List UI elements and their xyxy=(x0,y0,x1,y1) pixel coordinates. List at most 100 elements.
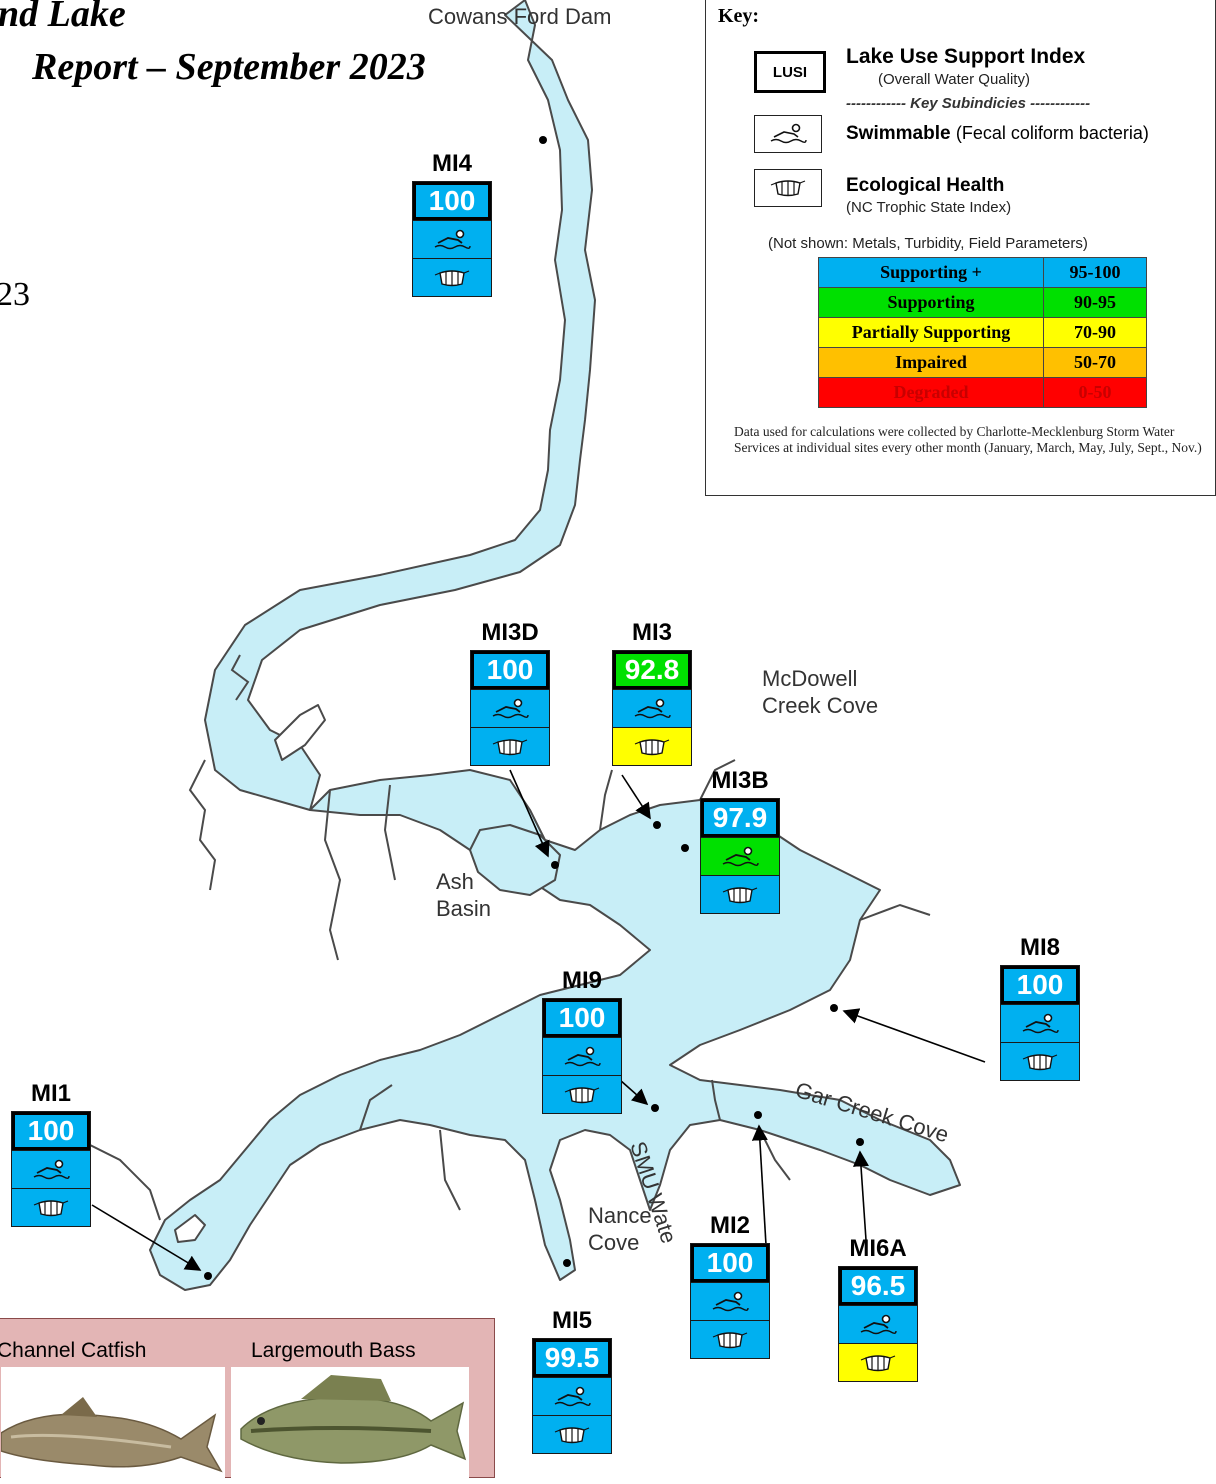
station-name: MI9 xyxy=(561,967,603,994)
tributaries xyxy=(79,654,931,1221)
ecological-rating xyxy=(12,1188,90,1226)
data-source-footnote: Data used for calculations were collecte… xyxy=(734,424,1202,455)
ecological-rating xyxy=(1001,1042,1079,1080)
site-dot-mi8 xyxy=(830,1004,838,1012)
lusi-abbr: LUSI xyxy=(772,63,808,81)
arrow-mi2 xyxy=(751,1124,768,1246)
station-index-box: 100 xyxy=(1000,965,1080,1081)
fishnet-icon xyxy=(722,886,758,903)
ecological-rating xyxy=(691,1320,769,1358)
station-name: MI1 xyxy=(30,1080,72,1107)
site-dot-mi3 xyxy=(653,821,661,829)
station-mi5: MI5 99.5 xyxy=(532,1307,612,1454)
station-name: MI3B xyxy=(711,767,769,794)
eco-key-note: (NC Trophic State Index) xyxy=(846,199,1012,216)
site-dot-mi9 xyxy=(651,1104,659,1112)
swimmer-icon xyxy=(770,123,807,144)
swimmer-icon xyxy=(492,698,529,718)
swimmer-icon xyxy=(564,1046,601,1066)
catfish-photo xyxy=(0,1367,225,1479)
report-title-line2: Report – September 2023 xyxy=(32,46,426,88)
eco-key-box xyxy=(754,169,822,207)
station-name: MI5 xyxy=(551,1307,593,1334)
fish-panel: Channel Catfish Largemouth Bass xyxy=(0,1318,495,1479)
station-name: MI2 xyxy=(709,1212,751,1239)
fishnet-icon xyxy=(434,269,470,286)
station-mi6A: MI6A 96.5 xyxy=(838,1235,918,1382)
arrow-mi9 xyxy=(619,1079,649,1106)
scale-label: Supporting + xyxy=(818,257,1044,288)
arrow-mi3d xyxy=(509,769,550,858)
scale-range: 50-70 xyxy=(1043,347,1147,378)
arrow-mi1 xyxy=(91,1204,202,1271)
lusi-score: 96.5 xyxy=(839,1267,917,1305)
station-index-box: 100 xyxy=(690,1243,770,1359)
site-dot-mi6a xyxy=(856,1138,864,1146)
station-index-box: 99.5 xyxy=(532,1338,612,1454)
bass-photo xyxy=(231,1367,469,1479)
station-index-box: 100 xyxy=(11,1111,91,1227)
leader-arrows xyxy=(91,769,986,1271)
swimmer-icon xyxy=(634,698,671,718)
ecological-rating xyxy=(613,727,691,765)
lusi-score: 100 xyxy=(1001,966,1079,1004)
fishnet-icon xyxy=(1022,1053,1058,1070)
ecological-rating xyxy=(533,1415,611,1453)
fishnet-icon xyxy=(712,1331,748,1348)
station-mi3d: MI3D 100 xyxy=(470,619,550,766)
swimmable-rating xyxy=(613,689,691,727)
key-panel: Key: LUSI Lake Use Support Index (Overal… xyxy=(705,0,1216,496)
station-index-box: 100 xyxy=(470,650,550,766)
swimmable-rating xyxy=(543,1037,621,1075)
lusi-key-note: (Overall Water Quality) xyxy=(878,71,1030,88)
station-name: MI6A xyxy=(849,1235,907,1262)
ecological-rating xyxy=(471,727,549,765)
swimmer-icon xyxy=(33,1159,70,1179)
place-label-mcdowell: McDowell Creek Cove xyxy=(762,666,879,718)
station-name: MI3 xyxy=(631,619,673,646)
key-title: Key: xyxy=(718,5,760,27)
station-index-box: 100 xyxy=(412,181,492,297)
site-dot-mi2 xyxy=(754,1111,762,1119)
lusi-key-title: Lake Use Support Index xyxy=(846,45,1086,68)
scale-range: 95-100 xyxy=(1043,257,1147,288)
lusi-score: 100 xyxy=(12,1112,90,1150)
report-year-fragment: 23 xyxy=(0,276,30,313)
scale-label: Supporting xyxy=(818,287,1044,318)
scale-range: 0-50 xyxy=(1043,377,1147,408)
place-label-dam: Cowans Ford Dam xyxy=(428,4,612,29)
fishnet-icon xyxy=(860,1354,896,1371)
fish-label-bass: Largemouth Bass xyxy=(251,1339,416,1362)
station-index-box: 96.5 xyxy=(838,1266,918,1382)
station-name: MI8 xyxy=(1019,934,1061,961)
scale-label: Degraded xyxy=(818,377,1044,408)
fishnet-icon xyxy=(634,738,670,755)
sampling-points xyxy=(204,136,864,1280)
swimmer-icon xyxy=(712,1291,749,1311)
lusi-score: 99.5 xyxy=(533,1339,611,1377)
island xyxy=(274,704,326,761)
swimmable-rating xyxy=(533,1377,611,1415)
scale-range: 90-95 xyxy=(1043,287,1147,318)
scale-label: Impaired xyxy=(818,347,1044,378)
swimmable-rating xyxy=(839,1305,917,1343)
catfish-icon xyxy=(0,1397,223,1473)
site-dot-mi5 xyxy=(563,1259,571,1267)
station-name: MI3D xyxy=(481,619,539,646)
lusi-score: 100 xyxy=(543,999,621,1037)
ecological-rating xyxy=(413,258,491,296)
not-shown-note: (Not shown: Metals, Turbidity, Field Par… xyxy=(768,235,1088,252)
lusi-score: 97.9 xyxy=(701,799,779,837)
fishnet-icon xyxy=(33,1199,69,1216)
report-title-line1: nd Lake xyxy=(0,0,126,35)
arrow-mi8 xyxy=(842,1008,986,1063)
